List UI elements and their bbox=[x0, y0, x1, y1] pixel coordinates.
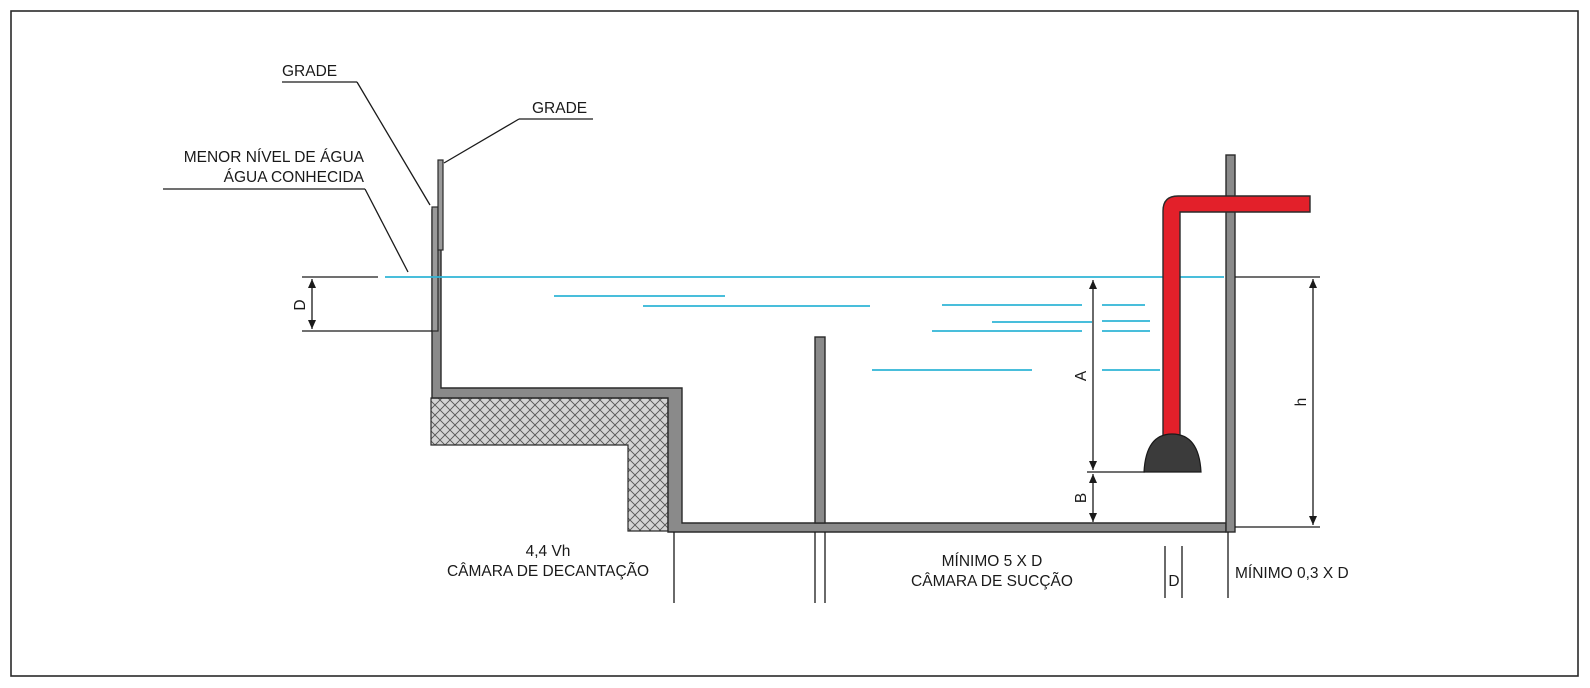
leader-lines bbox=[163, 81, 593, 273]
label-grade-right: GRADE bbox=[532, 100, 587, 117]
tank-wall-right bbox=[1225, 154, 1236, 533]
label-dim-D-left: D bbox=[292, 299, 309, 310]
label-dim-h: h bbox=[1293, 398, 1310, 407]
dimension-A-B bbox=[1087, 280, 1145, 522]
label-succao-value: MÍNIMO 5 X D bbox=[942, 553, 1043, 570]
grade-screen-upper bbox=[437, 159, 444, 251]
label-dim-D-bottom: D bbox=[1168, 573, 1179, 590]
suction-pipe bbox=[1162, 195, 1311, 438]
tank-wall-left bbox=[431, 209, 1227, 533]
label-decantacao-value: 4,4 Vh bbox=[526, 543, 571, 560]
label-menor-nivel: MENOR NÍVEL DE ÁGUA bbox=[184, 149, 365, 166]
dimension-h bbox=[1235, 276, 1320, 528]
dimension-D-left bbox=[302, 276, 432, 332]
water-ripples bbox=[554, 295, 1160, 371]
hatched-fill bbox=[430, 397, 669, 532]
label-grade-top: GRADE bbox=[282, 63, 337, 80]
label-dim-A: A bbox=[1073, 370, 1090, 381]
baffle-wall bbox=[814, 336, 826, 524]
foot-valve bbox=[1143, 433, 1202, 473]
grade-screen-lower bbox=[431, 206, 439, 332]
frame-border bbox=[10, 10, 1579, 677]
label-minimo-03: MÍNIMO 0,3 X D bbox=[1235, 565, 1349, 582]
label-agua-conhecida: ÁGUA CONHECIDA bbox=[224, 169, 365, 186]
label-succao-name: CÂMARA DE SUCÇÃO bbox=[911, 573, 1073, 590]
label-decantacao-name: CÂMARA DE DECANTAÇÃO bbox=[447, 563, 649, 580]
bottom-extension-lines bbox=[673, 532, 1229, 603]
label-dim-B: B bbox=[1073, 493, 1090, 503]
